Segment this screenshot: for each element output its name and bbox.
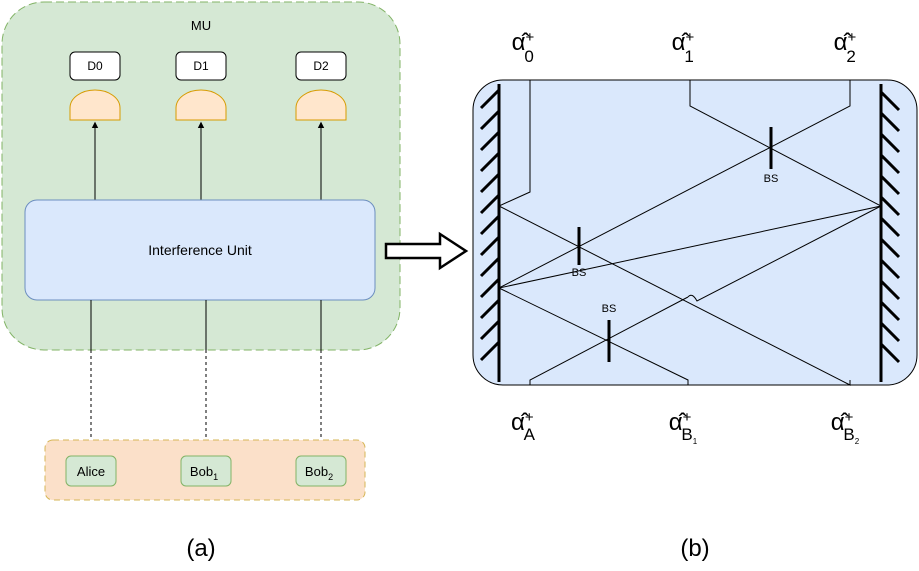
port-dagger: + [848,29,857,46]
party-bob1: Bob1 [180,455,232,487]
detector-label: D2 [313,59,329,73]
port-label-top-1: α̂+1 [672,29,695,66]
party-name: Bob [190,464,213,479]
port-dagger: + [845,409,854,426]
port-label-top-2: α̂+2 [834,29,857,66]
detector-d0: D0 [69,51,121,81]
interference-unit [24,199,376,301]
port-label-bottom-a: α̂+A [511,409,536,444]
detector-label: D0 [87,59,103,73]
port-dagger: + [686,29,695,46]
beam-splitter-label: BS [602,303,617,315]
port-subindex: 2 [855,437,860,446]
port-label-top-0: α̂+0 [512,29,535,66]
detector-d2: D2 [295,51,347,81]
detector-label: D1 [193,59,209,73]
beam-path [498,80,851,289]
svg-text:Alice: Alice [77,464,105,479]
party-name: Bob [305,464,328,479]
beam-path [497,80,851,386]
beam-splitter-label: BS [764,173,779,185]
port-dagger: + [526,29,535,46]
party-bob2: Bob2 [295,455,347,487]
port-label-bottom-b2: α̂+B2 [831,409,860,446]
port-index: 2 [846,47,855,66]
port-subindex: 1 [693,437,698,446]
left-mirror-hatching [479,88,501,362]
port-operator: α̂ [512,29,530,56]
svg-text:Bob2: Bob2 [305,464,333,482]
svg-text:Bob1: Bob1 [190,464,218,482]
port-label-bottom-b1: α̂+B1 [669,409,698,446]
beam-paths [497,80,883,386]
caption-a: (a) [186,535,215,562]
beam-crossover [687,205,882,302]
detector-d1: D1 [175,51,227,81]
detector-dome-icon [175,89,227,121]
right-mirror-hatching [879,90,901,364]
port-index: 1 [684,47,693,66]
party-alice: Alice [65,455,117,487]
expand-arrow-icon [384,231,469,271]
detector-dome-icon [295,89,347,121]
port-index: B [843,425,854,444]
port-operator: α̂ [831,409,849,436]
panel-a: MU D0 D1 D2 Interference Unit [1,1,401,562]
port-index: A [524,425,536,444]
port-index: B [681,425,692,444]
port-operator: α̂ [669,409,687,436]
port-index: 0 [524,47,533,66]
caption-b: (b) [680,535,709,562]
party-name: Alice [77,464,105,479]
beam-splitter-label: BS [572,267,587,279]
detector-dome-icon [69,89,121,121]
port-dagger: + [525,409,534,426]
mu-label: MU [191,18,211,33]
party-subscript: 1 [213,472,218,482]
interferometer-container [472,79,918,386]
port-operator: α̂ [511,409,529,436]
port-dagger: + [683,409,692,426]
panel-b: BS BS BS α̂+0 α̂+1 α̂+2 α̂+A α̂+B1 α̂+B2… [472,29,918,562]
beam-path [497,80,883,385]
beam-path [529,296,689,385]
party-subscript: 2 [328,472,333,482]
port-operator: α̂ [834,29,852,56]
interference-unit-label: Interference Unit [148,242,252,258]
port-operator: α̂ [672,29,690,56]
